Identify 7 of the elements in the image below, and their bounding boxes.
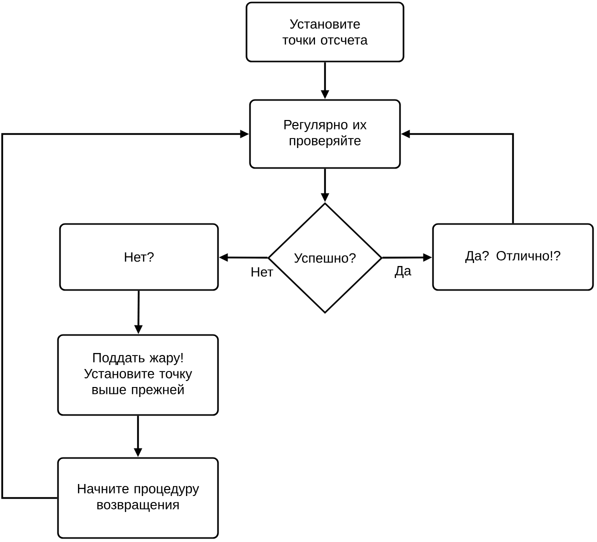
edge-label: Да xyxy=(394,265,412,279)
process-box: Да? Отлично!? xyxy=(432,223,594,291)
process-box: Регулярно их проверяйте xyxy=(249,99,401,169)
process-box: Нет? xyxy=(59,223,219,291)
process-box: Начните процедуру возвращения xyxy=(57,457,219,539)
process-box: Установите точки отсчета xyxy=(246,2,404,62)
process-box: Поддать жару! Установите точку выше прежней xyxy=(57,334,219,416)
